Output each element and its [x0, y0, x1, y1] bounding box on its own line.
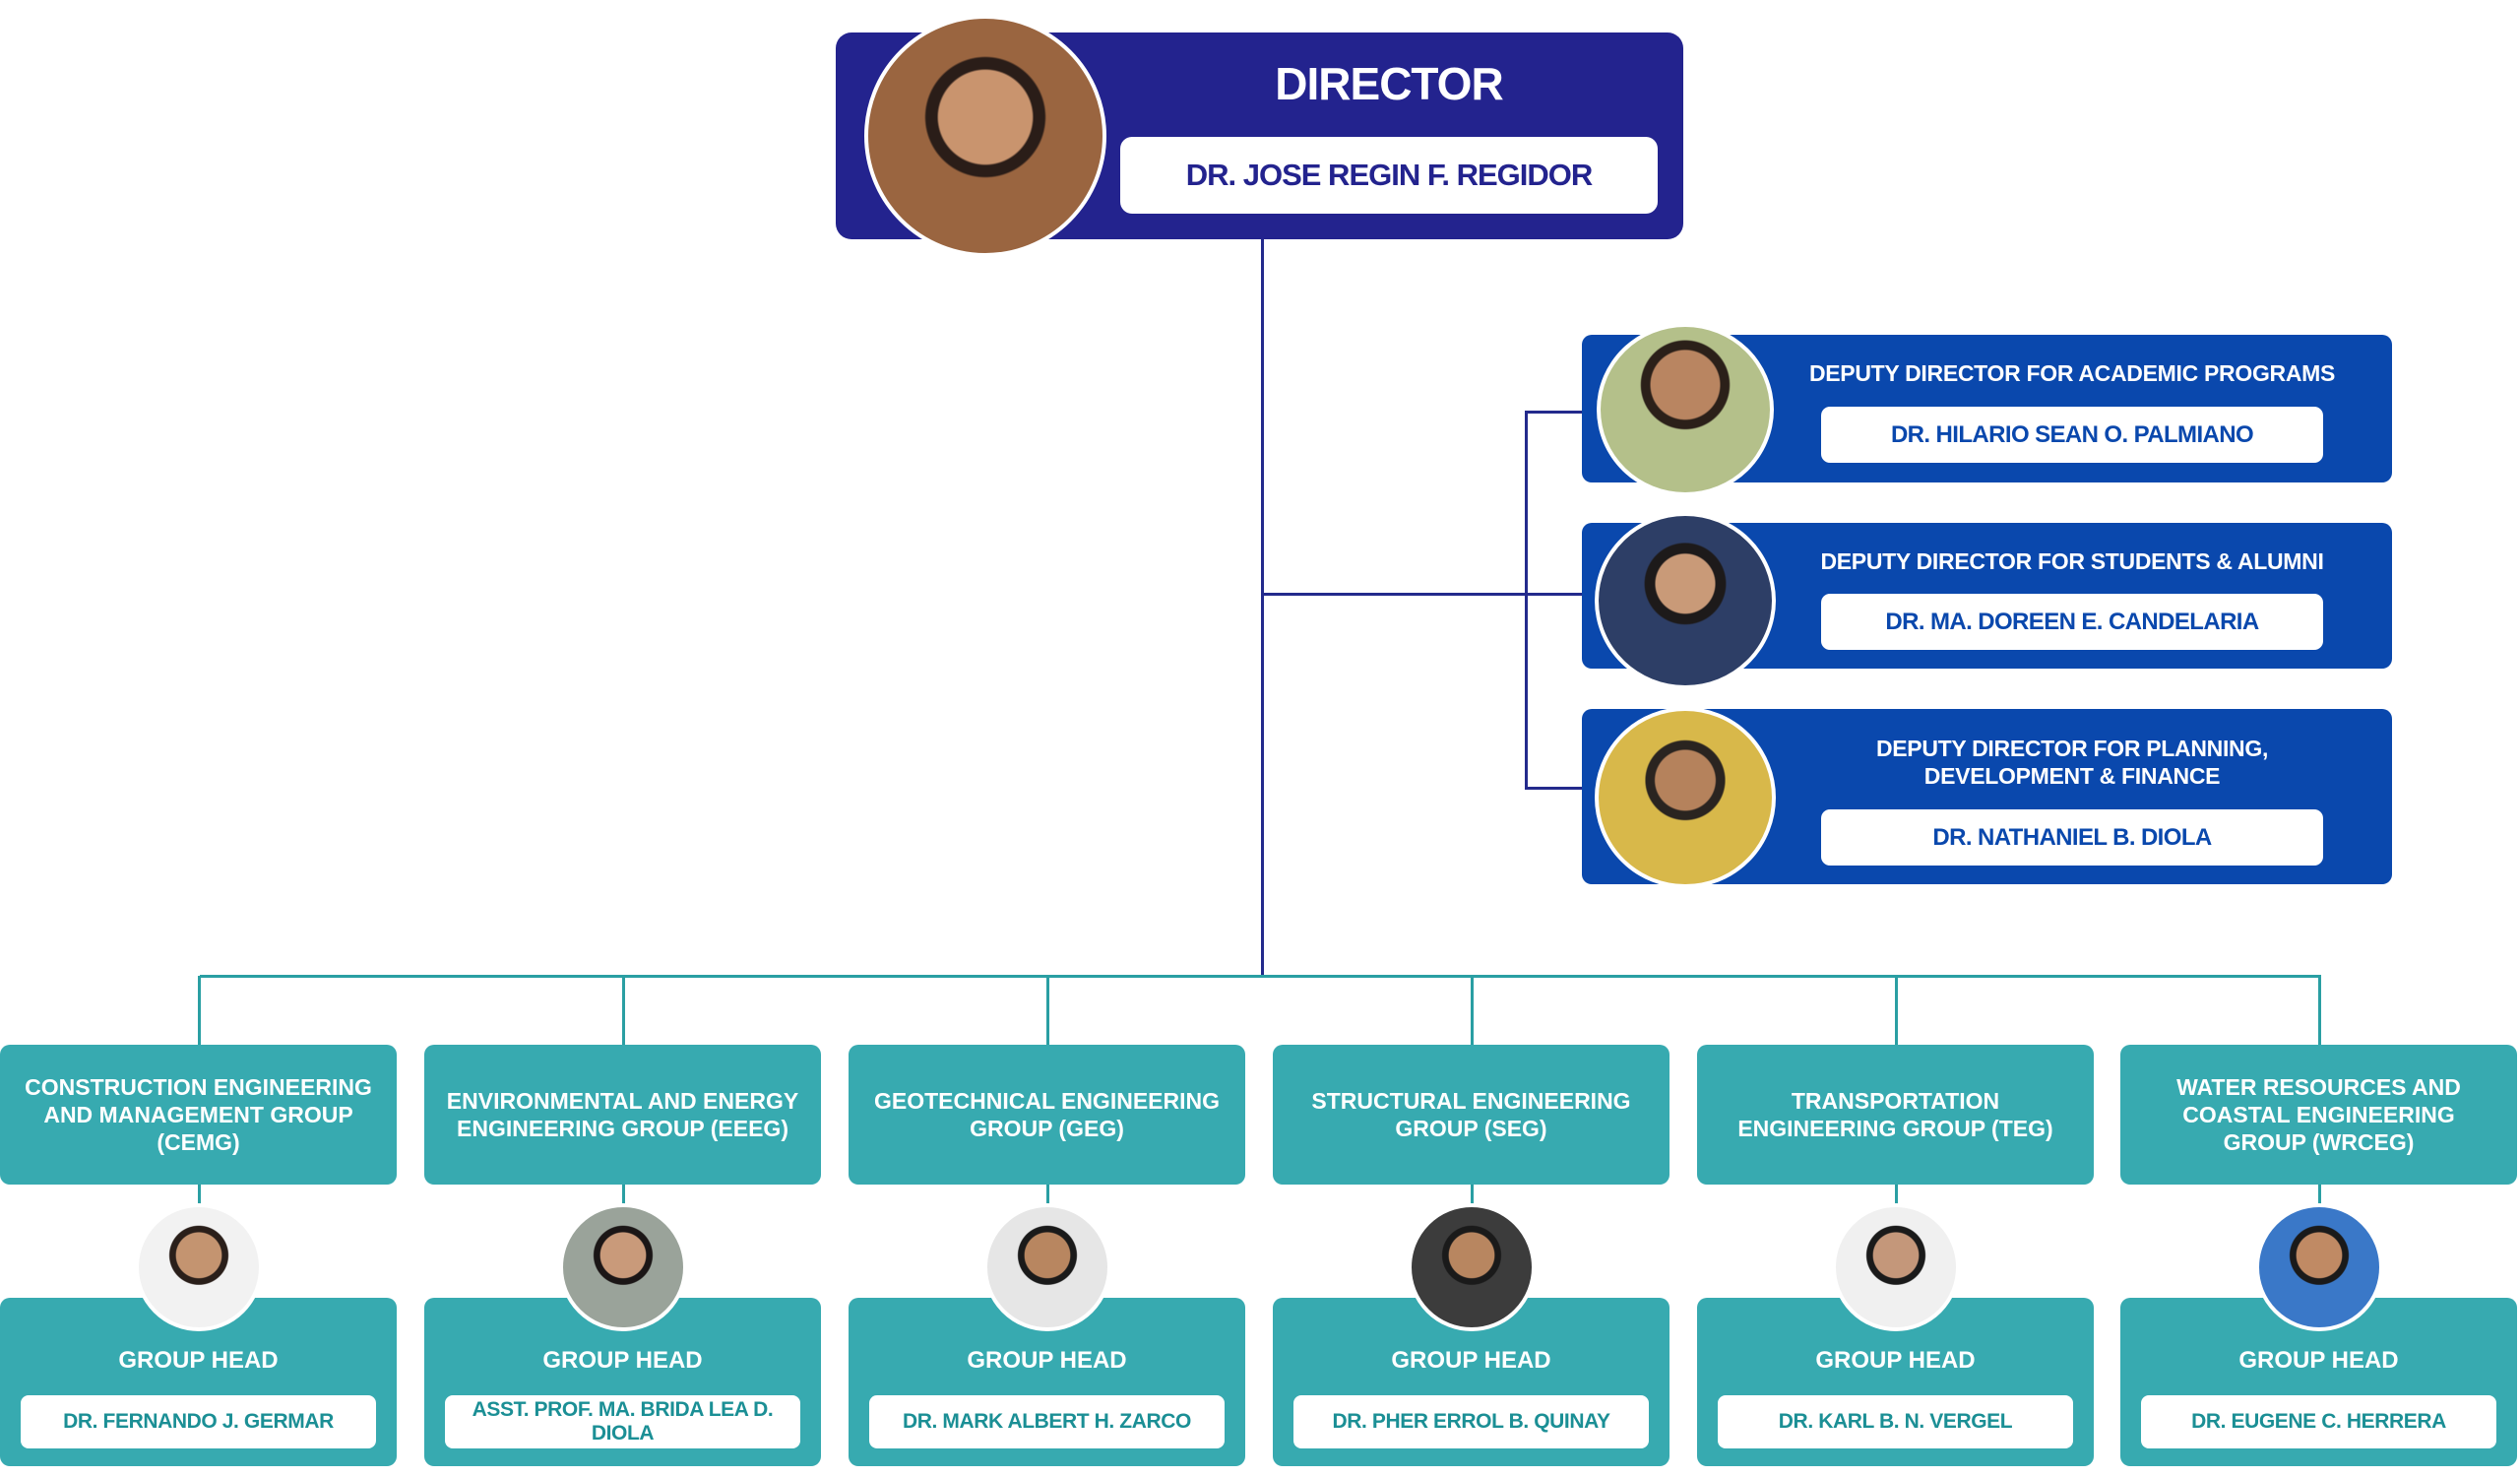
- group-name: GEOTECHNICAL ENGINEERING GROUP (GEG): [874, 1088, 1220, 1141]
- group-head-label: GROUP HEAD: [2238, 1347, 2399, 1374]
- group-head-label: GROUP HEAD: [542, 1347, 703, 1374]
- connector-head-seg: [1471, 1185, 1474, 1206]
- group-name: CONSTRUCTION ENGINEERING AND MANAGEMENT …: [25, 1074, 372, 1155]
- group-card-geg: GEOTECHNICAL ENGINEERING GROUP (GEG): [849, 1045, 1245, 1185]
- group-card-eeeg: ENVIRONMENTAL AND ENERGY ENGINEERING GRO…: [424, 1045, 821, 1185]
- deputy-title-academic: DEPUTY DIRECTOR FOR ACADEMIC PROGRAMS: [1808, 360, 2336, 386]
- group-card-seg: STRUCTURAL ENGINEERING GROUP (SEG): [1273, 1045, 1670, 1185]
- connector-deputy-1: [1525, 411, 1582, 414]
- deputy-title-planning: DEPUTY DIRECTOR FOR PLANNING, DEVELOPMEN…: [1875, 736, 2269, 789]
- director-photo: [864, 15, 1106, 257]
- connector-head-geg: [1046, 1185, 1049, 1206]
- group-head-name: DR. EUGENE C. HERRERA: [2141, 1395, 2496, 1448]
- group-head-label: GROUP HEAD: [1391, 1347, 1551, 1374]
- connector-deputy-3: [1525, 787, 1582, 790]
- connector-group-geg: [1046, 976, 1049, 1045]
- connector-group-wrceg: [2318, 976, 2321, 1045]
- group-name: WATER RESOURCES AND COASTAL ENGINEERING …: [2176, 1074, 2461, 1155]
- group-head-photo-geg: [983, 1203, 1111, 1331]
- group-name: TRANSPORTATION ENGINEERING GROUP (TEG): [1737, 1088, 2053, 1141]
- deputy-name-students: DR. MA. DOREEN E. CANDELARIA: [1821, 594, 2323, 650]
- group-head-photo-wrceg: [2255, 1203, 2383, 1331]
- connector-group-cemg: [198, 976, 201, 1045]
- group-head-photo-seg: [1408, 1203, 1536, 1331]
- director-name: DR. JOSE REGIN F. REGIDOR: [1120, 137, 1658, 214]
- connector-director-trunk: [1261, 239, 1264, 978]
- deputy-name-academic: DR. HILARIO SEAN O. PALMIANO: [1821, 407, 2323, 463]
- connector-group-teg: [1895, 976, 1898, 1045]
- group-head-name: DR. MARK ALBERT H. ZARCO: [869, 1395, 1225, 1448]
- deputy-photo-students: [1595, 512, 1776, 689]
- connector-deputy-bracket: [1525, 411, 1528, 790]
- group-head-label: GROUP HEAD: [118, 1347, 279, 1374]
- group-name: STRUCTURAL ENGINEERING GROUP (SEG): [1311, 1088, 1631, 1141]
- group-name: ENVIRONMENTAL AND ENERGY ENGINEERING GRO…: [446, 1088, 799, 1141]
- group-head-name: DR. FERNANDO J. GERMAR: [21, 1395, 376, 1448]
- group-card-teg: TRANSPORTATION ENGINEERING GROUP (TEG): [1697, 1045, 2094, 1185]
- connector-head-wrceg: [2318, 1185, 2321, 1206]
- director-title: DIRECTOR: [1275, 58, 1503, 109]
- connector-groups: [200, 975, 2321, 978]
- deputy-photo-planning: [1595, 707, 1776, 888]
- group-card-wrceg: WATER RESOURCES AND COASTAL ENGINEERING …: [2120, 1045, 2517, 1185]
- deputy-title-students: DEPUTY DIRECTOR FOR STUDENTS & ALUMNI: [1820, 548, 2324, 574]
- connector-group-seg: [1471, 976, 1474, 1045]
- connector-head-cemg: [198, 1185, 201, 1206]
- group-card-cemg: CONSTRUCTION ENGINEERING AND MANAGEMENT …: [0, 1045, 397, 1185]
- connector-group-eeeg: [622, 976, 625, 1045]
- deputy-photo-academic: [1597, 323, 1774, 496]
- group-head-photo-cemg: [135, 1203, 263, 1331]
- group-head-label: GROUP HEAD: [1815, 1347, 1976, 1374]
- connector-head-eeeg: [622, 1185, 625, 1206]
- group-head-photo-eeeg: [559, 1203, 687, 1331]
- connector-deputies: [1262, 593, 1582, 596]
- group-head-photo-teg: [1832, 1203, 1960, 1331]
- group-head-label: GROUP HEAD: [967, 1347, 1127, 1374]
- group-head-name: DR. PHER ERROL B. QUINAY: [1293, 1395, 1649, 1448]
- group-head-name: DR. KARL B. N. VERGEL: [1718, 1395, 2073, 1448]
- connector-head-teg: [1895, 1185, 1898, 1206]
- group-head-name: ASST. PROF. MA. BRIDA LEA D. DIOLA: [445, 1395, 800, 1448]
- deputy-name-planning: DR. NATHANIEL B. DIOLA: [1821, 809, 2323, 866]
